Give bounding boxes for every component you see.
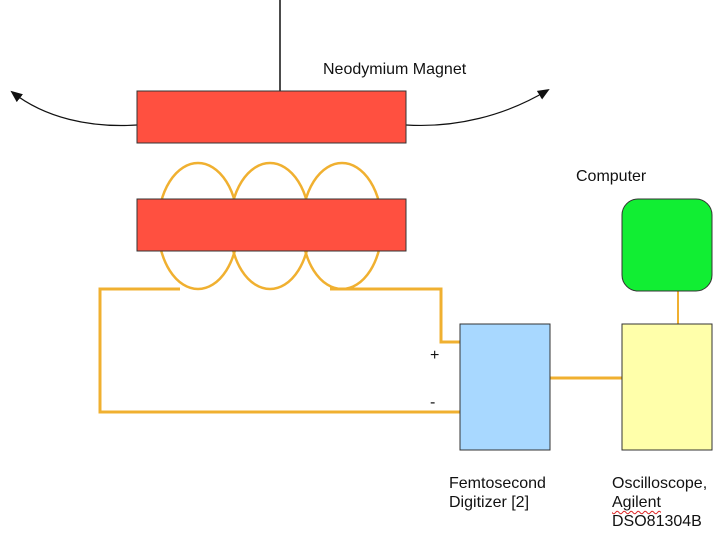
oscilloscope-box xyxy=(621,323,713,451)
minus-terminal-label: - xyxy=(430,394,436,411)
oscilloscope-label-line1: Oscilloscope, xyxy=(612,475,708,492)
digitizer-label: Femtosecond Digitizer [2] xyxy=(449,474,546,512)
computer-label: Computer xyxy=(576,168,647,185)
oscilloscope-label-line2: Agilent xyxy=(612,494,661,511)
oscilloscope-label-line3: DSO81304B xyxy=(612,513,702,530)
plus-terminal-label: + xyxy=(430,347,440,364)
magnet-label: Neodymium Magnet xyxy=(323,61,467,78)
coil-core-magnet xyxy=(136,198,407,252)
digitizer-label-line1: Femtosecond xyxy=(449,475,546,492)
oscilloscope-label: Oscilloscope, Agilent DSO81304B xyxy=(612,474,707,531)
right-swing-arrow-icon xyxy=(405,88,550,127)
wire-coil-to-minus xyxy=(330,287,460,344)
left-swing-arrow-icon xyxy=(10,90,138,127)
femtosecond-digitizer-box xyxy=(459,323,551,451)
computer-box xyxy=(621,198,713,292)
neodymium-magnet xyxy=(136,90,407,144)
wire-coil-to-plus xyxy=(98,287,460,414)
digitizer-label-line2: Digitizer [2] xyxy=(449,494,530,511)
